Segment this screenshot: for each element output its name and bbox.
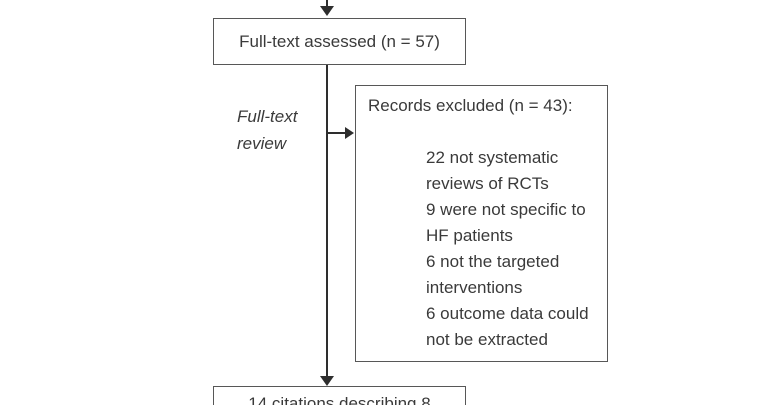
arrow-down-icon bbox=[320, 6, 334, 16]
citations-label: 14 citations describing 8 bbox=[248, 394, 431, 405]
arrow-right-icon bbox=[345, 127, 354, 139]
branch-stage-label: Full-text review bbox=[237, 107, 298, 153]
excluded-reason-item: 6 not the targeted interventions bbox=[426, 252, 560, 297]
flow-line-vertical bbox=[326, 65, 328, 377]
arrow-down-icon bbox=[320, 376, 334, 386]
excluded-reason-item: 9 were not specific to HF patients bbox=[426, 200, 586, 245]
records-excluded-box: Records excluded (n = 43): 22 not system… bbox=[355, 85, 608, 362]
citations-box: 14 citations describing 8 bbox=[213, 386, 466, 405]
excluded-reason-item: 6 outcome data could not be extracted bbox=[426, 304, 589, 349]
fulltext-assessed-box: Full-text assessed (n = 57) bbox=[213, 18, 466, 65]
records-excluded-title: Records excluded (n = 43): bbox=[368, 96, 573, 115]
incoming-arrow-line bbox=[326, 0, 328, 7]
records-excluded-list: 22 not systematic reviews of RCTs 9 were… bbox=[426, 145, 600, 353]
fulltext-assessed-label: Full-text assessed (n = 57) bbox=[239, 31, 440, 51]
excluded-reason-item: 22 not systematic reviews of RCTs bbox=[426, 148, 559, 193]
branch-arrow-line bbox=[327, 132, 346, 134]
